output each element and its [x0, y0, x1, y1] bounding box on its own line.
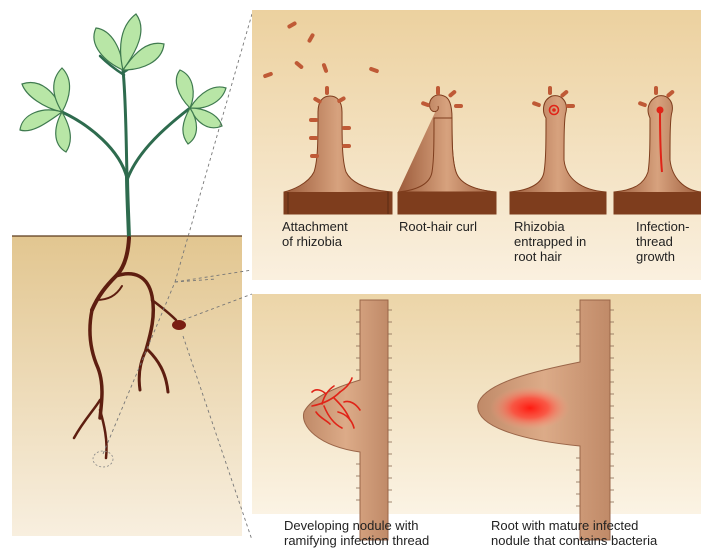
caption-line: entrapped in — [514, 234, 586, 249]
caption-line: ramifying infection thread — [284, 533, 429, 548]
caption-line: Root-hair curl — [399, 219, 477, 234]
caption-developing-nodule: Developing nodule with ramifying infecti… — [284, 518, 429, 548]
caption-root-hair-curl: Root-hair curl — [399, 219, 477, 234]
caption-line: Root with mature infected — [491, 518, 657, 533]
caption-mature-nodule: Root with mature infected nodule that co… — [491, 518, 657, 548]
caption-line: Developing nodule with — [284, 518, 429, 533]
bacteria-infected-zone — [490, 386, 570, 430]
caption-line: of rhizobia — [282, 234, 348, 249]
caption-line: thread — [636, 234, 689, 249]
caption-rhizobia-entrapped: Rhizobia entrapped in root hair — [514, 219, 586, 264]
nodule-stages-panel — [252, 294, 701, 540]
caption-line: nodule that contains bacteria — [491, 533, 657, 548]
caption-line: root hair — [514, 249, 586, 264]
soil-region — [12, 236, 242, 536]
caption-line: Rhizobia — [514, 219, 586, 234]
plant-illustration — [12, 14, 242, 536]
plant-stem — [62, 50, 190, 238]
caption-line: Infection- — [636, 219, 689, 234]
caption-attachment-of-rhizobia: Attachment of rhizobia — [282, 219, 348, 249]
caption-infection-thread-growth: Infection- thread growth — [636, 219, 689, 264]
nodule-on-root — [172, 320, 186, 330]
caption-line: growth — [636, 249, 689, 264]
caption-line: Attachment — [282, 219, 348, 234]
